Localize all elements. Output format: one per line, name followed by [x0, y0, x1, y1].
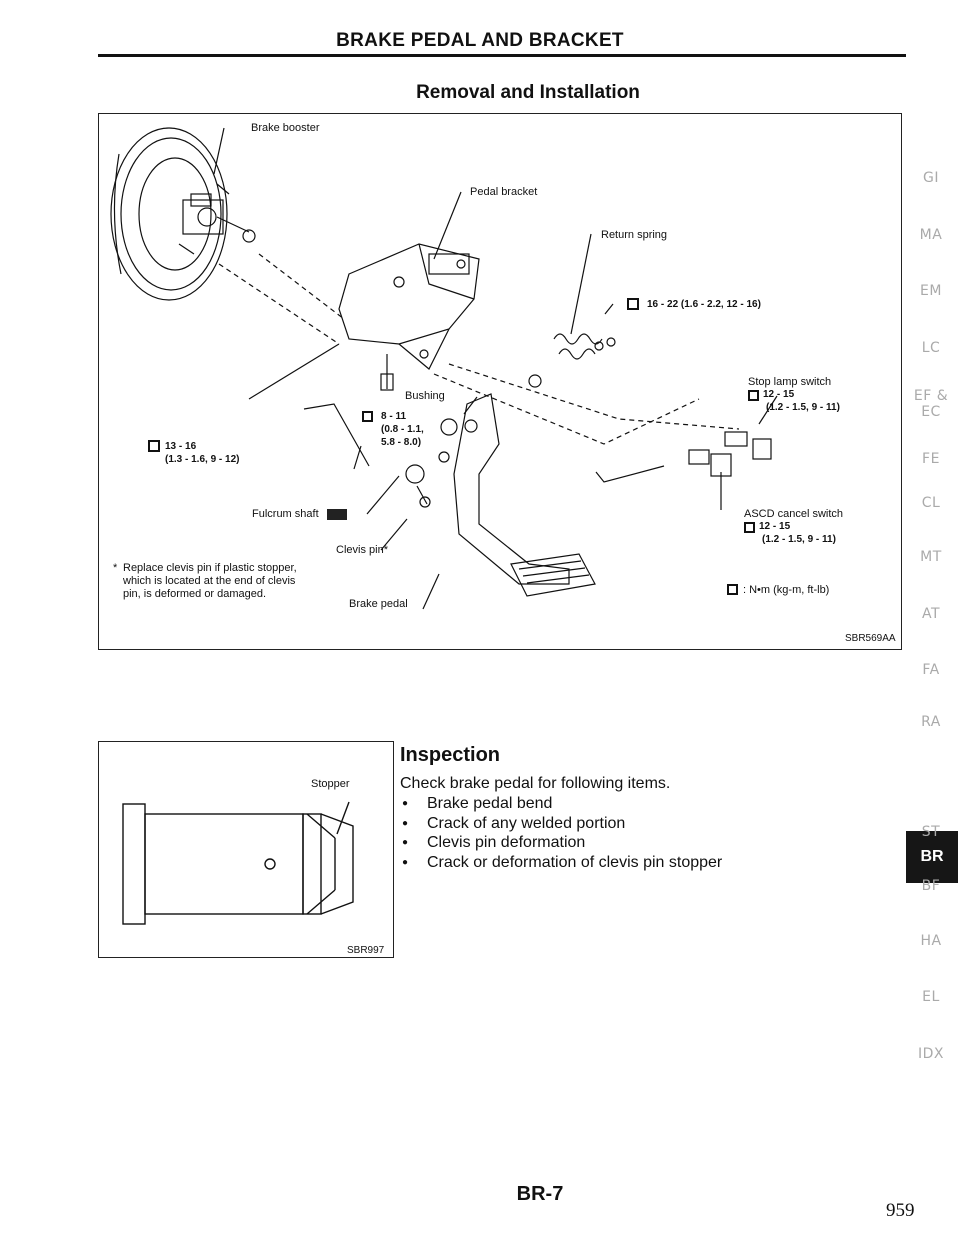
inspection-title: Inspection: [400, 744, 501, 766]
label-brake-pedal: Brake pedal: [349, 598, 408, 610]
label-return-spring: Return spring: [601, 229, 668, 241]
label-torque-mid-2: (0.8 - 1.1,: [381, 424, 424, 435]
tab-ra[interactable]: RA: [921, 714, 941, 730]
label-ascd-torque-2: (1.2 - 1.5, 9 - 11): [762, 534, 836, 545]
page-code: BR-7: [516, 1183, 564, 1205]
label-stopper: Stopper: [311, 778, 350, 790]
label-torque-left-1: 13 - 16: [165, 441, 197, 452]
replacement-note: * Replace clevis pin if plastic stopper,…: [113, 562, 297, 600]
brake-pedal-drawing: [453, 393, 596, 597]
pedal-bracket-drawing: [338, 243, 480, 370]
tab-lc[interactable]: LC: [921, 340, 941, 356]
torque-wrench-icon: [627, 298, 639, 310]
label-stop-torque-1: 12 - 15: [763, 389, 795, 400]
switches-drawing: [595, 395, 778, 510]
label-bushing: Bushing: [405, 390, 445, 402]
list-item: Brake pedal bend: [400, 794, 722, 814]
label-torque-mid-1: 8 - 11: [381, 411, 407, 422]
clevis-pin-stopper-illustration: [122, 801, 354, 925]
tab-br[interactable]: BR: [906, 831, 958, 883]
inspection-intro: Check brake pedal for following items.: [400, 775, 671, 792]
label-ascd-torque-1: 12 - 15: [759, 521, 791, 532]
list-item: Crack of any welded portion: [400, 814, 722, 834]
tab-mt[interactable]: MT: [920, 549, 942, 565]
figure-code: SBR997: [347, 945, 385, 956]
torque-wrench-icon: [744, 522, 755, 533]
section-title: Removal and Installation: [416, 82, 640, 103]
brake-assembly-illustration: [110, 127, 778, 610]
label-torque-mid-3: 5.8 - 8.0): [381, 437, 422, 448]
label-clevis-pin: Clevis pin*: [336, 544, 388, 556]
tab-bf[interactable]: BF: [921, 878, 941, 894]
brake-booster-drawing: [110, 127, 256, 301]
torque-wrench-icon: [727, 584, 738, 595]
torque-wrench-icon: [148, 440, 160, 452]
list-item: Clevis pin deformation: [400, 833, 722, 853]
tab-fa[interactable]: FA: [922, 662, 940, 678]
grease-icon: [327, 509, 347, 520]
label-torque-top: 16 - 22 (1.6 - 2.2, 12 - 16): [647, 299, 761, 310]
label-stop-torque-2: (1.2 - 1.5, 9 - 11): [766, 402, 840, 413]
label-brake-booster: Brake booster: [251, 122, 320, 134]
label-stop-lamp-switch: Stop lamp switch: [748, 376, 832, 388]
tab-cl[interactable]: CL: [921, 495, 941, 511]
removal-installation-figure: Brake booster Pedal bracket Return sprin…: [98, 113, 902, 650]
page-title: BRAKE PEDAL AND BRACKET: [336, 30, 624, 51]
label-ascd-cancel-switch: ASCD cancel switch: [744, 508, 844, 520]
tab-fe[interactable]: FE: [922, 451, 940, 467]
page-number: 959: [886, 1200, 915, 1221]
stopper-figure: Stopper SBR997: [98, 741, 394, 958]
label-torque-left-2: (1.3 - 1.6, 9 - 12): [165, 454, 240, 465]
figure-code: SBR569AA: [845, 633, 896, 644]
unit-legend: : N•m (kg-m, ft-lb): [743, 584, 830, 596]
return-spring-drawing: [553, 333, 616, 360]
tab-ha[interactable]: HA: [920, 933, 942, 949]
label-fulcrum-shaft: Fulcrum shaft: [252, 508, 319, 520]
list-item: Crack or deformation of clevis pin stopp…: [400, 853, 722, 873]
tab-gi[interactable]: GI: [923, 170, 939, 186]
tab-st[interactable]: ST: [921, 824, 941, 840]
tab-el[interactable]: EL: [922, 989, 940, 1005]
label-pedal-bracket: Pedal bracket: [470, 186, 538, 198]
torque-wrench-icon: [748, 390, 759, 401]
title-rule: [98, 54, 906, 57]
tab-ma[interactable]: MA: [919, 227, 943, 243]
torque-wrench-icon: [362, 411, 373, 422]
tab-at[interactable]: AT: [921, 606, 941, 622]
inspection-list: Brake pedal bend Crack of any welded por…: [400, 794, 722, 872]
tab-ef-ec[interactable]: EF &EC: [913, 388, 949, 420]
tab-idx[interactable]: IDX: [918, 1046, 944, 1062]
tab-em[interactable]: EM: [920, 283, 942, 299]
